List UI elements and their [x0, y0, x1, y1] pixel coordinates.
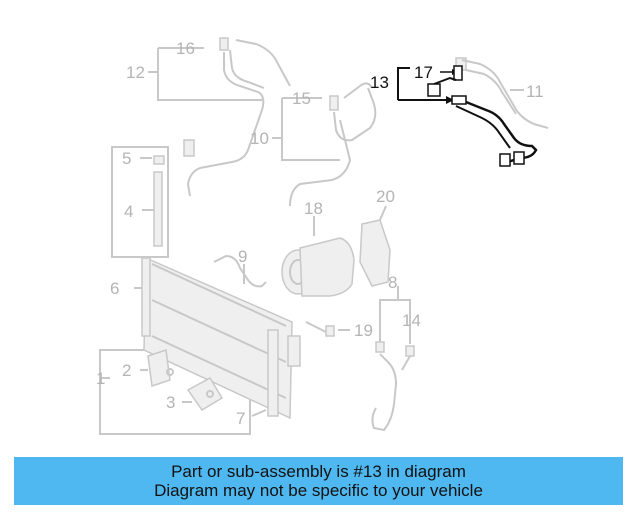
leader-lines	[100, 47, 524, 417]
caption-banner: Part or sub-assembly is #13 in diagram D…	[14, 457, 623, 505]
callout-19: 19	[354, 321, 373, 340]
callout-1: 1	[96, 369, 105, 388]
callout-12: 12	[126, 63, 145, 82]
callout-5: 5	[122, 149, 131, 168]
callout-7: 7	[236, 409, 245, 428]
hose-12	[183, 37, 291, 197]
callout-4: 4	[124, 202, 133, 221]
caption-line-1: Part or sub-assembly is #13 in diagram	[171, 462, 466, 481]
condenser-6	[99, 256, 301, 435]
caption-line-2: Diagram may not be specific to your vehi…	[154, 481, 483, 500]
callout-11: 11	[526, 82, 544, 101]
hose-10	[289, 82, 377, 207]
callout-3: 3	[166, 393, 175, 412]
callout-16: 16	[176, 39, 195, 58]
compressor-18	[281, 237, 355, 297]
callout-2: 2	[122, 361, 131, 380]
parts-diagram: 1 2 3 4 5 6 7 8 9 10 11 12 13 14 15 16 1…	[96, 37, 549, 435]
bracket-2	[147, 349, 174, 387]
callout-6: 6	[110, 279, 119, 298]
hose-13-highlighted	[397, 65, 538, 167]
callout-labels: 1 2 3 4 5 6 7 8 9 10 11 12 13 14 15 16 1…	[96, 39, 544, 428]
receiver-dryer-4	[111, 146, 169, 258]
callout-10: 10	[250, 129, 269, 148]
callout-13: 13	[370, 73, 389, 92]
bracket-20	[359, 219, 391, 287]
callout-8: 8	[388, 273, 397, 292]
callout-17: 17	[414, 63, 433, 82]
bolt-19	[305, 321, 335, 337]
callout-9: 9	[238, 247, 247, 266]
bracket-3	[186, 376, 224, 412]
callout-15: 15	[292, 89, 311, 108]
callout-20: 20	[376, 187, 395, 206]
callout-18: 18	[304, 199, 323, 218]
hose-8	[371, 341, 415, 432]
callout-14: 14	[402, 311, 421, 330]
